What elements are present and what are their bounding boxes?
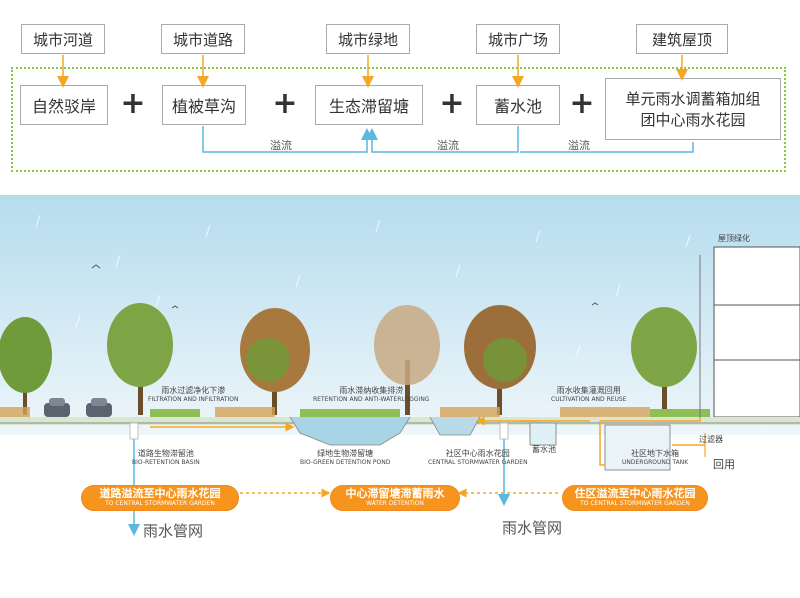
- label-rain-tank-garden: 单元雨水调蓄箱加组 团中心雨水花园: [605, 78, 781, 140]
- label-tank-cn: 社区地下水箱: [631, 449, 680, 458]
- overflow-label: 溢流: [437, 139, 459, 152]
- pill-road-overflow-cn: 道路溢流至中心雨水花园: [99, 487, 221, 500]
- label-community-garden-en: CENTRAL STORMWATER GARDEN: [428, 459, 528, 466]
- label-community-garden: 社区中心雨水花园 CENTRAL STORMWATER GARDEN: [428, 448, 528, 466]
- label-road-basin-en: BIO-RETENTION BASIN: [132, 459, 200, 466]
- label-cultivation: 雨水收集灌溉回用 CULTIVATION AND REUSE: [551, 385, 627, 403]
- label-building-roof: 建筑屋顶: [636, 24, 728, 54]
- pill-water-detention-en: WATER DETENTION: [366, 500, 424, 507]
- top-connector-arrows: [57, 55, 694, 153]
- label-storage-pool-section: 蓄水池: [532, 445, 556, 454]
- label-cultivation-en: CULTIVATION AND REUSE: [551, 396, 627, 403]
- pill-residential-overflow-cn: 住区溢流至中心雨水花园: [574, 487, 696, 500]
- label-pipe-network: 雨水管网: [502, 519, 563, 537]
- label-storage-pool: 蓄水池: [476, 85, 560, 125]
- label-natural-bank: 自然驳岸: [20, 85, 108, 125]
- label-rain-tank-line2: 团中心雨水花园: [640, 111, 746, 129]
- label-rooftop-green: 屋顶绿化: [718, 234, 750, 243]
- plus-sign: +: [439, 86, 465, 121]
- label-vegetated-swale: 植被草沟: [162, 85, 246, 125]
- stormwater-cross-section: [0, 195, 800, 536]
- label-city-square: 城市广场: [476, 24, 560, 54]
- pill-road-overflow: 道路溢流至中心雨水花园 TO CENTRAL STORMWATER GARDEN: [81, 485, 239, 511]
- label-cultivation-cn: 雨水收集灌溉回用: [556, 386, 621, 395]
- overflow-label: 溢流: [270, 139, 292, 152]
- label-filtration-en: FILTRATION AND INFILTRATION: [148, 396, 239, 403]
- label-filtration-cn: 雨水过滤净化下渗: [161, 386, 226, 395]
- overflow-label: 溢流: [568, 139, 590, 152]
- plus-sign: +: [120, 86, 146, 121]
- label-reuse: 回用: [713, 458, 735, 471]
- pill-residential-overflow: 住区溢流至中心雨水花园 TO CENTRAL STORMWATER GARDEN: [562, 485, 708, 511]
- label-green-pond: 绿地生物滞留塘 BIO-GREEN DETENTION POND: [300, 448, 390, 466]
- label-city-greenland: 城市绿地: [326, 24, 410, 54]
- label-filter: 过滤器: [699, 435, 723, 444]
- label-rain-tank-line1: 单元雨水调蓄箱加组: [625, 90, 761, 108]
- pill-water-detention-cn: 中心滞留塘滞蓄雨水: [345, 487, 445, 500]
- pill-water-detention: 中心滞留塘滞蓄雨水 WATER DETENTION: [330, 485, 460, 511]
- label-retention-en: RETENTION AND ANTI-WATERLOGGING: [313, 396, 430, 403]
- label-city-road: 城市道路: [161, 24, 245, 54]
- label-tank-en: UNDERGROUND TANK: [622, 459, 689, 466]
- label-road-basin-cn: 道路生物滞留池: [137, 449, 194, 458]
- label-city-river: 城市河道: [21, 24, 105, 54]
- component-group-frame: [11, 67, 786, 172]
- label-eco-detention-pond: 生态滞留塘: [315, 85, 423, 125]
- pill-road-overflow-en: TO CENTRAL STORMWATER GARDEN: [105, 500, 215, 507]
- label-green-pond-cn: 绿地生物滞留塘: [317, 449, 374, 458]
- label-pipe-network: 雨水管网: [143, 522, 204, 540]
- label-underground-tank: 社区地下水箱 UNDERGROUND TANK: [622, 448, 688, 466]
- label-green-pond-en: BIO-GREEN DETENTION POND: [300, 459, 391, 466]
- label-filtration: 雨水过滤净化下渗 FILTRATION AND INFILTRATION: [148, 385, 239, 403]
- pill-residential-overflow-en: TO CENTRAL STORMWATER GARDEN: [580, 500, 690, 507]
- label-retention-cn: 雨水滞纳收集排涝: [339, 386, 404, 395]
- label-community-garden-cn: 社区中心雨水花园: [445, 449, 510, 458]
- label-retention: 雨水滞纳收集排涝 RETENTION AND ANTI-WATERLOGGING: [313, 385, 429, 403]
- label-road-basin: 道路生物滞留池 BIO-RETENTION BASIN: [132, 448, 200, 466]
- plus-sign: +: [569, 86, 595, 121]
- plus-sign: +: [272, 86, 298, 121]
